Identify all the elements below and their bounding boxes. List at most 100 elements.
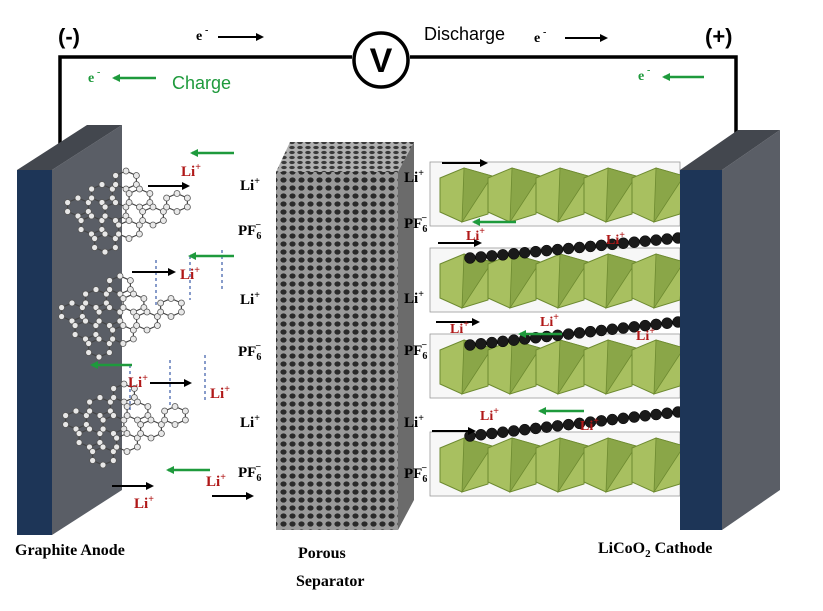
carbon-atom	[84, 199, 92, 206]
li-ion-label: Li+	[450, 319, 469, 337]
li-ion-label: Li+	[180, 265, 200, 283]
carbon-atom	[116, 308, 124, 316]
carbon-atom	[129, 335, 137, 343]
carbon-atom	[91, 235, 99, 242]
graphite-layer	[64, 167, 191, 256]
cooctahedra-slab	[429, 431, 685, 497]
carbon-atom	[120, 416, 128, 424]
pf6-anion-label: PF6−	[238, 220, 261, 242]
oxygen-atom	[606, 323, 619, 336]
oxygen-atom	[551, 420, 564, 432]
electron-charge: -	[97, 67, 100, 78]
external-circuit: V	[58, 31, 738, 160]
oxygen-atom	[562, 328, 575, 340]
carbon-atom	[92, 286, 100, 293]
electron-symbol: e	[196, 29, 202, 44]
octahedron-facet	[605, 253, 637, 310]
carbon-atom	[111, 235, 119, 242]
carbon-atom	[149, 203, 157, 211]
graphite-layer	[58, 272, 185, 361]
carbon-atom	[183, 194, 191, 202]
carbon-atom	[147, 416, 155, 424]
oxygen-atom	[617, 322, 630, 334]
carbon-atom	[157, 421, 165, 428]
carbon-atom	[130, 308, 137, 316]
carbon-atom	[74, 194, 82, 202]
carbon-atom	[171, 421, 179, 428]
carbon-atom	[133, 434, 141, 442]
carbon-atom	[82, 421, 90, 428]
cooctahedra-slab	[429, 247, 685, 313]
li-ion-row	[464, 232, 684, 264]
carbon-atom	[88, 230, 95, 238]
ion-labels: Li+PF6−Li+PF6−Li+PF6−Li+PF6−Li+PF6−Li+PF…	[128, 162, 655, 512]
oxygen-atom	[540, 330, 553, 343]
carbon-atom	[58, 313, 66, 320]
oxygen-atom	[650, 234, 662, 246]
carbon-atom	[99, 416, 107, 424]
carbon-atom	[167, 313, 175, 320]
li-ion-label: Li+	[540, 312, 559, 330]
carbon-atom	[82, 290, 90, 298]
carbon-atom	[137, 421, 145, 428]
carbon-atom	[120, 380, 128, 388]
electron-discharge-2: e -	[534, 27, 608, 46]
carbon-atom	[159, 217, 167, 224]
carbon-atom	[71, 331, 79, 338]
carbon-atom	[109, 448, 117, 455]
oxygen-atom	[508, 425, 520, 437]
carbon-atom	[173, 190, 181, 197]
carbon-atom	[123, 430, 131, 437]
li-ion-label: Li+	[206, 472, 226, 490]
carbon-atom	[88, 185, 96, 193]
carbon-atom	[134, 416, 141, 424]
carbon-atom	[143, 326, 151, 334]
carbon-atom	[71, 322, 79, 329]
carbon-atom	[89, 457, 97, 464]
li-ion-electrolyte-label: Li+	[240, 176, 260, 194]
carbon-atom	[163, 194, 171, 202]
cathode-top-face	[680, 130, 780, 170]
oxygen-atom	[475, 428, 487, 441]
carbon-atom	[106, 277, 114, 284]
carbon-atom	[116, 272, 124, 280]
carbon-atom	[58, 304, 66, 311]
carbon-atom	[116, 317, 124, 325]
carbon-atom	[157, 308, 165, 316]
carbon-atom	[109, 335, 117, 343]
carbon-atom	[126, 286, 134, 293]
carbon-atom	[72, 407, 80, 415]
separator-label-line-1: Porous	[298, 545, 346, 562]
octahedron-facet	[653, 253, 685, 310]
oxygen-atom	[518, 423, 531, 436]
li-ion-electrolyte-label: Li+	[404, 413, 424, 431]
oxygen-atom	[508, 334, 520, 346]
carbon-atom	[116, 290, 124, 298]
carbon-atom	[133, 322, 141, 329]
li-ion-label: Li+	[134, 494, 154, 512]
li-ion-electrolyte-label: Li+	[404, 168, 424, 186]
carbon-atom	[82, 317, 89, 325]
carbon-atom	[147, 434, 155, 442]
carbon-atom	[112, 199, 119, 206]
carbon-atom	[110, 430, 117, 437]
carbon-atom	[106, 407, 114, 415]
carbon-atom	[92, 304, 100, 311]
carbon-atom	[98, 199, 106, 206]
carbon-atom	[144, 403, 152, 410]
carbon-atom	[99, 461, 107, 469]
carbon-atom	[77, 217, 85, 224]
oxygen-atom	[661, 233, 673, 245]
carbon-atom	[101, 203, 109, 211]
carbon-atom	[125, 235, 133, 242]
carbon-atom	[161, 416, 169, 424]
li-ion-label: Li+	[181, 162, 201, 180]
carbon-atom	[183, 203, 191, 211]
oxygen-atom	[518, 246, 531, 259]
carbon-atom	[96, 394, 104, 401]
octahedron-facet	[605, 339, 637, 396]
carbon-atom	[62, 421, 70, 428]
oxygen-atom	[617, 412, 630, 425]
carbon-atom	[102, 299, 110, 307]
carbon-atom	[102, 290, 110, 298]
